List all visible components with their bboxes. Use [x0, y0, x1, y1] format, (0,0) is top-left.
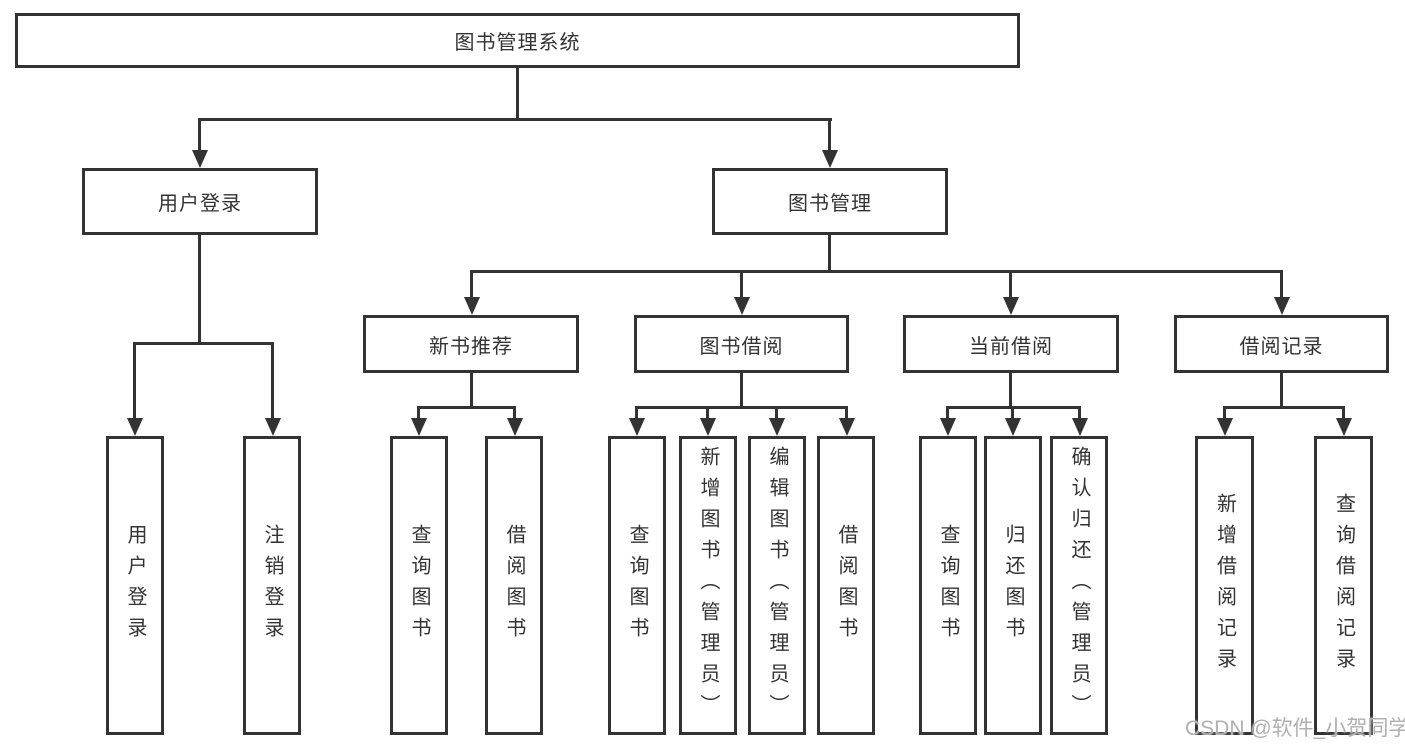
connector-bookborrow-bar [635, 406, 848, 409]
leaf-add-book-admin-label: 新增图书（管理员） [697, 446, 719, 725]
leaf-add-borrow-record-label: 新增借阅记录 [1213, 492, 1236, 679]
connector-bookmgmt-stub-3 [1009, 270, 1012, 298]
node-root: 图书管理系统 [15, 13, 1020, 68]
connector-bookborrow-trunk [740, 373, 743, 409]
connector-userlogin-stub-2 [271, 342, 274, 419]
leaf-query-books-1: 查询图书 [390, 436, 448, 735]
arrow-to-leaf-query-record [1336, 418, 1352, 436]
connector-bookmgmt-bar [470, 270, 1283, 273]
arrow-to-book-management [822, 150, 838, 168]
leaf-query-books-1-label: 查询图书 [408, 523, 430, 648]
connector-userlogin-trunk [198, 235, 201, 345]
arrow-to-leaf-return-book [1005, 418, 1021, 436]
leaf-return-book: 归还图书 [984, 436, 1042, 735]
arrow-to-borrow-records [1274, 297, 1290, 315]
connector-root-bar [198, 118, 832, 121]
connector-bookmgmt-trunk [828, 235, 831, 272]
connector-currentborrow-stub-2 [1011, 406, 1014, 419]
leaf-query-books-2-label: 查询图书 [626, 523, 648, 648]
node-borrow-records-label: 借阅记录 [1239, 335, 1324, 358]
leaf-user-login: 用户登录 [106, 436, 164, 735]
node-book-borrow: 图书借阅 [634, 315, 849, 373]
leaf-edit-book-admin-label: 编辑图书（管理员） [766, 446, 788, 725]
connector-newbook-trunk [470, 373, 473, 409]
leaf-borrow-books-1: 借阅图书 [485, 436, 543, 735]
connector-newbook-stub-2 [513, 406, 516, 419]
connector-currentborrow-trunk [1009, 373, 1012, 409]
csdn-watermark: CSDN @软件_小贺同学 [1185, 717, 1405, 740]
node-user-login: 用户登录 [82, 168, 318, 235]
connector-borrowrecord-trunk [1280, 373, 1283, 409]
node-current-borrow: 当前借阅 [903, 315, 1119, 373]
node-book-borrow-label: 图书借阅 [699, 335, 784, 358]
leaf-confirm-return-admin: 确认归还（管理员） [1050, 436, 1108, 735]
leaf-query-borrow-record: 查询借阅记录 [1314, 436, 1373, 735]
node-borrow-records: 借阅记录 [1174, 315, 1389, 373]
node-new-book-recommend: 新书推荐 [363, 315, 579, 373]
leaf-user-login-label: 用户登录 [124, 523, 146, 648]
connector-userlogin-bar [133, 342, 274, 345]
connector-bookborrow-stub-3 [775, 406, 778, 419]
arrow-to-leaf-query-books-2 [629, 418, 645, 436]
connector-bookmgmt-stub-1 [470, 270, 473, 298]
leaf-borrow-books-1-label: 借阅图书 [503, 523, 525, 648]
node-user-login-label: 用户登录 [158, 193, 242, 215]
arrow-to-leaf-query-books-3 [940, 418, 956, 436]
arrow-to-current-borrow [1003, 297, 1019, 315]
connector-bookmgmt-stub-2 [740, 270, 743, 298]
arrow-to-leaf-add-book [700, 418, 716, 436]
arrow-to-leaf-edit-book [769, 418, 785, 436]
arrow-to-leaf-confirm-return [1072, 418, 1088, 436]
arrow-to-leaf-borrow-books-2 [839, 418, 855, 436]
connector-bookmgmt-stub-4 [1280, 270, 1283, 298]
node-new-book-recommend-label: 新书推荐 [429, 335, 513, 358]
connector-bookborrow-stub-2 [706, 406, 709, 419]
node-current-borrow-label: 当前借阅 [969, 335, 1053, 358]
arrow-to-leaf-logout [265, 418, 281, 436]
arrow-to-leaf-query-books-1 [411, 418, 427, 436]
leaf-return-book-label: 归还图书 [1002, 523, 1024, 648]
connector-userlogin-stub-1 [133, 342, 136, 419]
leaf-borrow-books-2-label: 借阅图书 [835, 523, 857, 648]
arrow-to-book-borrow [734, 297, 750, 315]
connector-borrowrecord-stub-2 [1342, 406, 1345, 419]
leaf-query-books-2: 查询图书 [608, 436, 666, 735]
connector-newbook-bar [417, 406, 516, 409]
arrow-to-leaf-add-record [1217, 418, 1233, 436]
connector-root-trunk [516, 68, 519, 120]
connector-root-right-stub [828, 118, 831, 151]
leaf-query-books-3-label: 查询图书 [937, 523, 959, 648]
node-book-management-label: 图书管理 [788, 193, 872, 215]
connector-borrowrecord-stub-1 [1223, 406, 1226, 419]
arrow-to-new-book-recommend [464, 297, 480, 315]
connector-currentborrow-stub-3 [1078, 406, 1081, 419]
leaf-borrow-books-2: 借阅图书 [817, 436, 875, 735]
connector-bookborrow-stub-4 [845, 406, 848, 419]
leaf-query-books-3: 查询图书 [919, 436, 977, 735]
connector-borrowrecord-bar [1223, 406, 1345, 409]
connector-newbook-stub-1 [417, 406, 420, 419]
leaf-add-borrow-record: 新增借阅记录 [1195, 436, 1254, 735]
connector-root-left-stub [198, 118, 201, 151]
arrow-to-leaf-borrow-books-1 [507, 418, 523, 436]
leaf-logout: 注销登录 [243, 436, 301, 735]
connector-currentborrow-stub-1 [946, 406, 949, 419]
arrow-to-leaf-user-login [127, 418, 143, 436]
node-book-management: 图书管理 [712, 168, 948, 235]
node-root-label: 图书管理系统 [454, 32, 581, 54]
leaf-add-book-admin: 新增图书（管理员） [679, 436, 737, 735]
leaf-logout-label: 注销登录 [261, 523, 283, 648]
leaf-edit-book-admin: 编辑图书（管理员） [748, 436, 806, 735]
arrow-to-user-login [192, 150, 208, 168]
connector-bookborrow-stub-1 [635, 406, 638, 419]
leaf-query-borrow-record-label: 查询借阅记录 [1332, 492, 1355, 679]
leaf-confirm-return-admin-label: 确认归还（管理员） [1068, 446, 1090, 725]
